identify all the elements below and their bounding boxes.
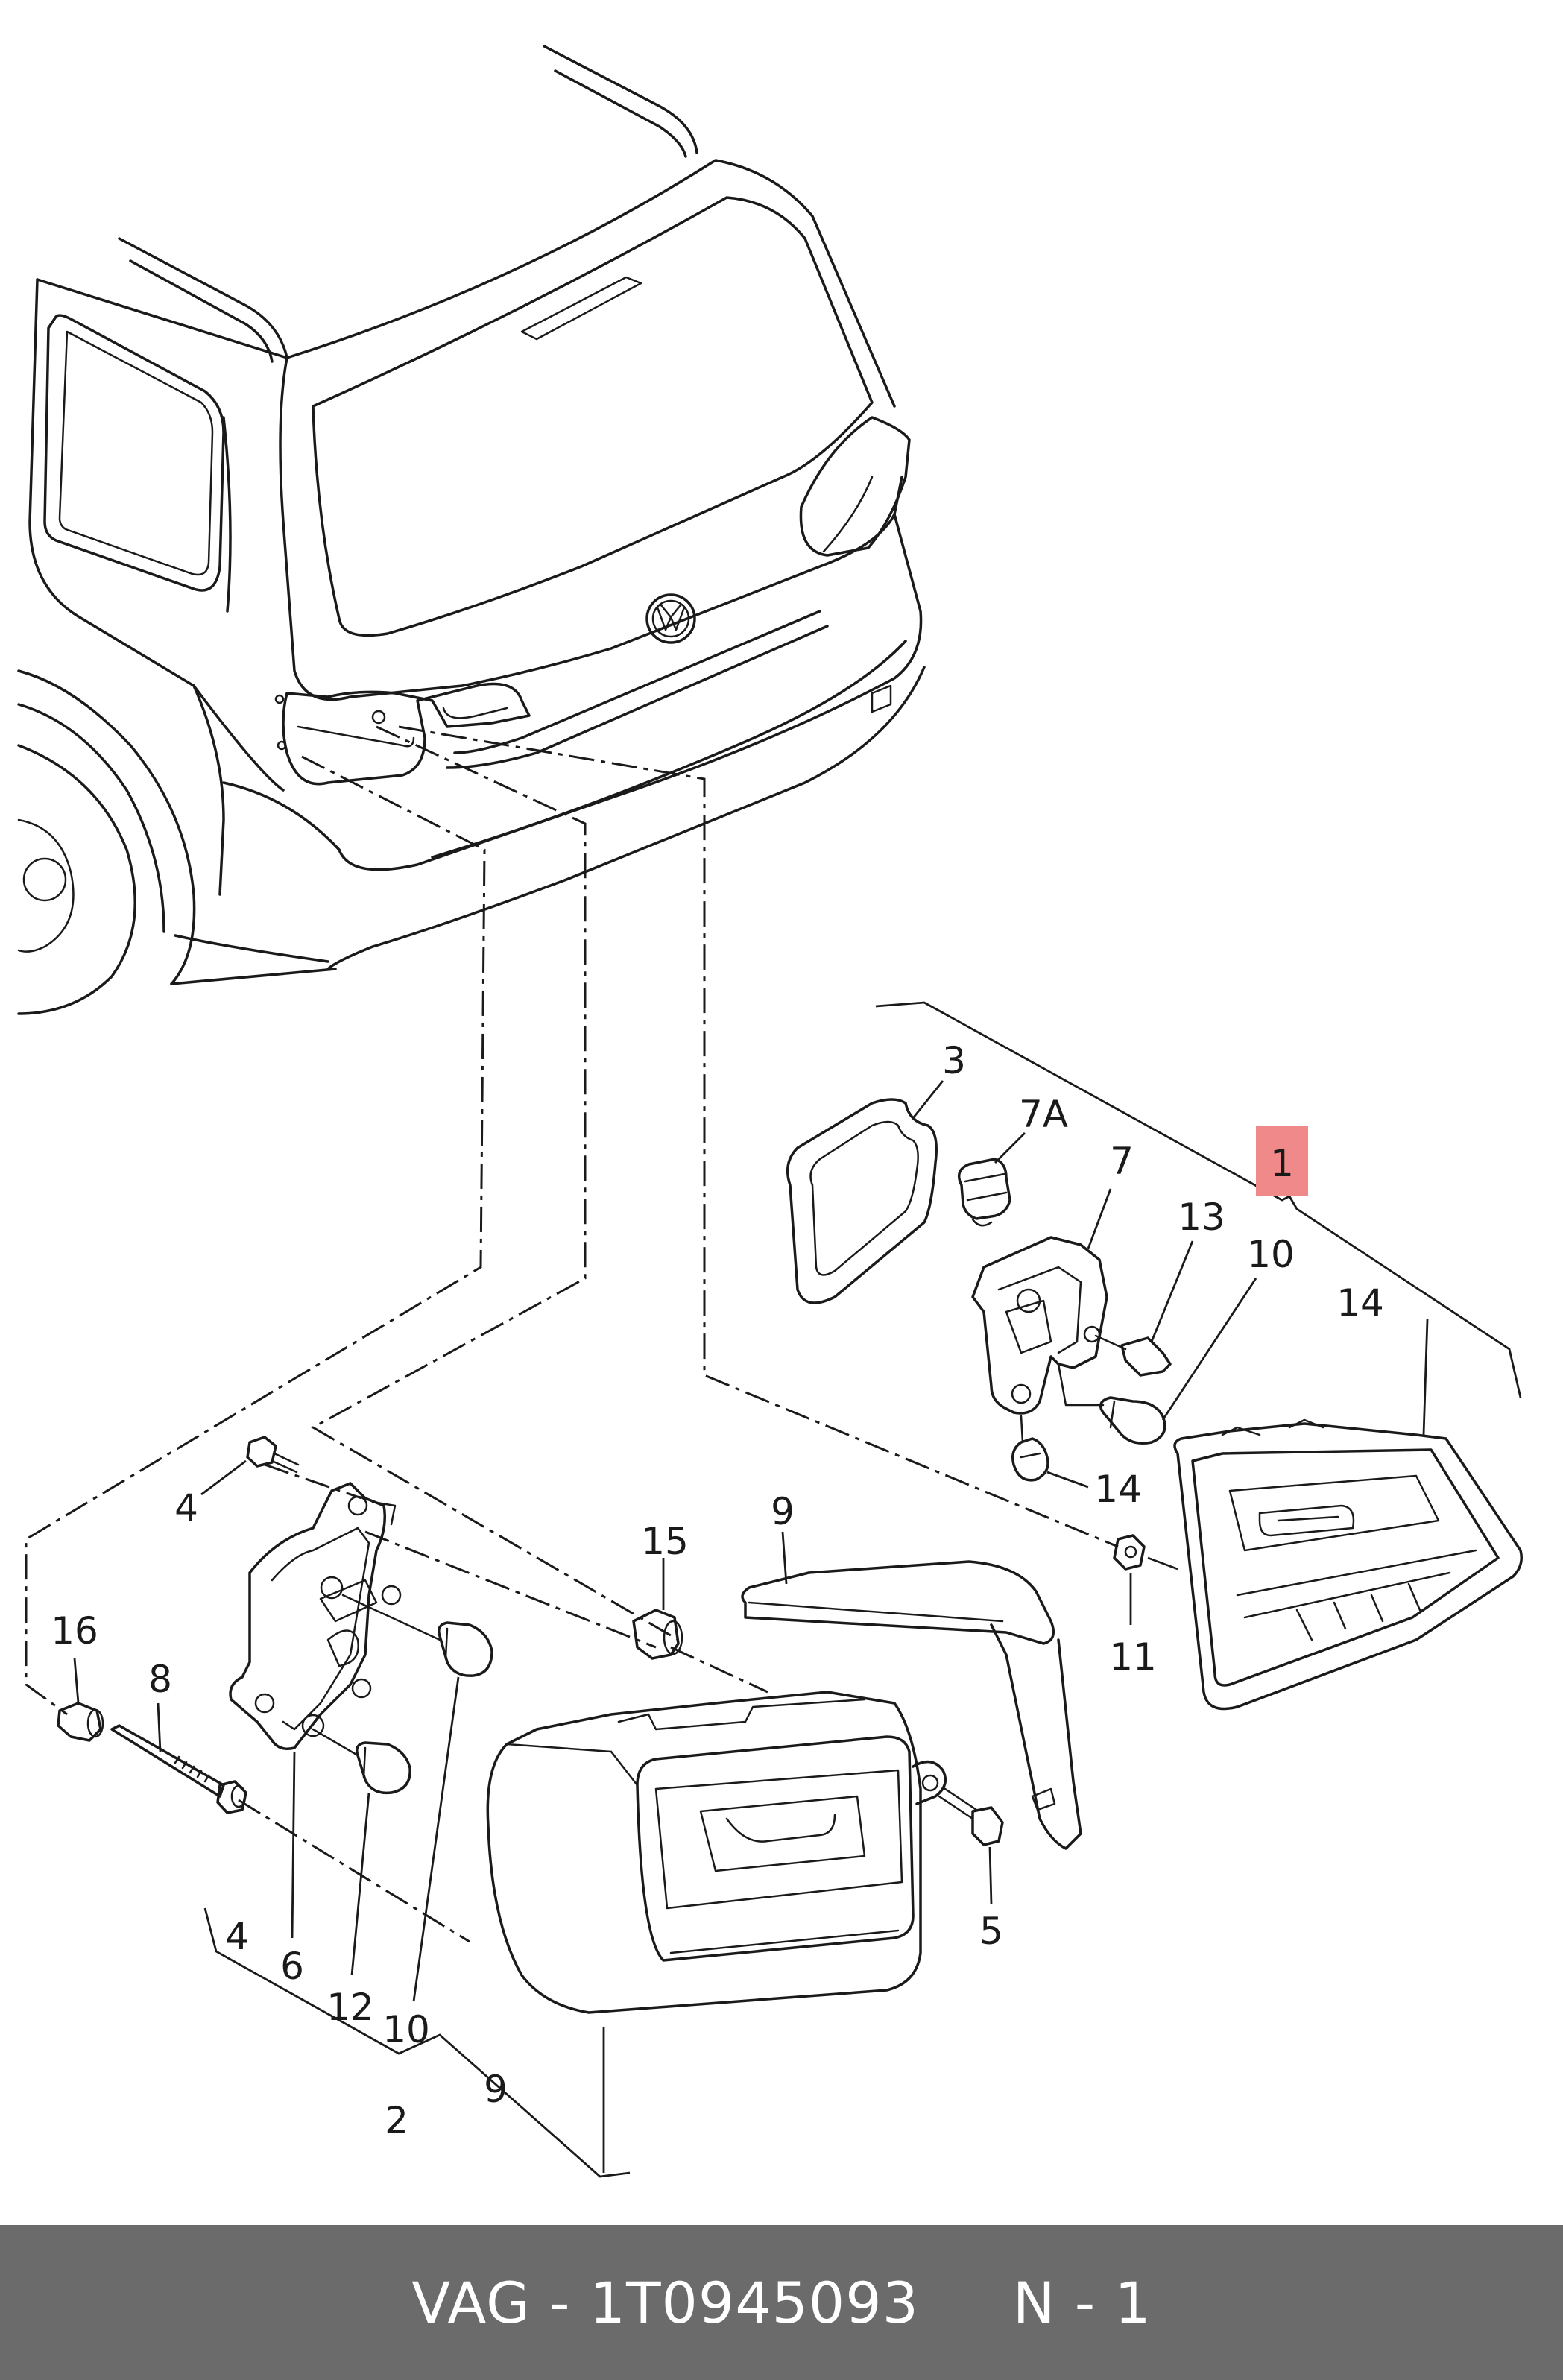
- callout-14-right: 14: [1336, 1281, 1384, 1325]
- callout-14-lower: 14: [1094, 1468, 1142, 1511]
- part-4-screw: [246, 1436, 300, 1474]
- part-10-bulb-left: [341, 1594, 493, 1677]
- part-number-footer: VAG - 1T0945093 N - 1: [0, 2225, 1563, 2380]
- callout-10-right: 10: [1247, 1233, 1295, 1276]
- vehicle-rear-outline: [17, 45, 926, 1015]
- callout-numbers: 1 3 7A 7 13 10 14 14 9 15 11 4 16 8 5 4 …: [51, 1039, 1384, 2142]
- part-16-grommet: [57, 1702, 104, 1742]
- part-6-bulb-carrier: [229, 1482, 402, 1750]
- part-10-bulb-right: [1057, 1363, 1166, 1445]
- part-3-gasket: [786, 1098, 938, 1304]
- part-12-bulb: [312, 1728, 411, 1795]
- part-11-clip-nut: [1113, 1534, 1178, 1571]
- callout-7a: 7A: [1019, 1093, 1068, 1136]
- callout-4-top: 4: [174, 1486, 198, 1530]
- part-8-bolt: [110, 1724, 247, 1814]
- part-13-wedge-bulb: [1094, 1334, 1172, 1377]
- part-15-grommet: [632, 1609, 683, 1660]
- parts-diagram: 1 3 7A 7 13 10 14 14 9 15 11 4 16 8 5 4 …: [17, 45, 1523, 2178]
- callout-4-bottom: 4: [225, 1915, 249, 1958]
- callout-16: 16: [51, 1609, 98, 1653]
- part-7a-bulb-socket: [957, 1158, 1011, 1227]
- callout-15: 15: [641, 1520, 689, 1563]
- callout-3: 3: [942, 1039, 966, 1082]
- callout-13: 13: [1178, 1196, 1225, 1239]
- part-1-inner-tail-light: [1173, 1418, 1523, 1711]
- part-2-outer-tail-light: [486, 1691, 947, 2014]
- callout-5: 5: [979, 1910, 1003, 1953]
- part-number-text: VAG - 1T0945093 N - 1: [411, 2269, 1152, 2336]
- callout-6: 6: [280, 1945, 304, 1988]
- callout-2: 2: [385, 2099, 408, 2142]
- part-5-screw: [938, 1786, 1004, 1846]
- callout-9-bottom: 9: [484, 2068, 508, 2111]
- callout-12: 12: [326, 1986, 374, 2029]
- callout-8: 8: [148, 1658, 172, 1701]
- part-7-bulb-carrier: [971, 1236, 1108, 1415]
- callout-10-left: 10: [382, 2008, 430, 2051]
- part-14-bulb: [1011, 1415, 1049, 1482]
- vw-logo-icon: [645, 593, 696, 644]
- assembly-lines: [25, 725, 1119, 1943]
- highlight-box: [1256, 1126, 1308, 1196]
- callout-11: 11: [1109, 1635, 1157, 1679]
- part-9-cover-plate: [741, 1560, 1082, 1850]
- callout-7: 7: [1110, 1140, 1134, 1183]
- callout-9-top: 9: [771, 1490, 795, 1533]
- callout-1: 1: [1270, 1142, 1294, 1185]
